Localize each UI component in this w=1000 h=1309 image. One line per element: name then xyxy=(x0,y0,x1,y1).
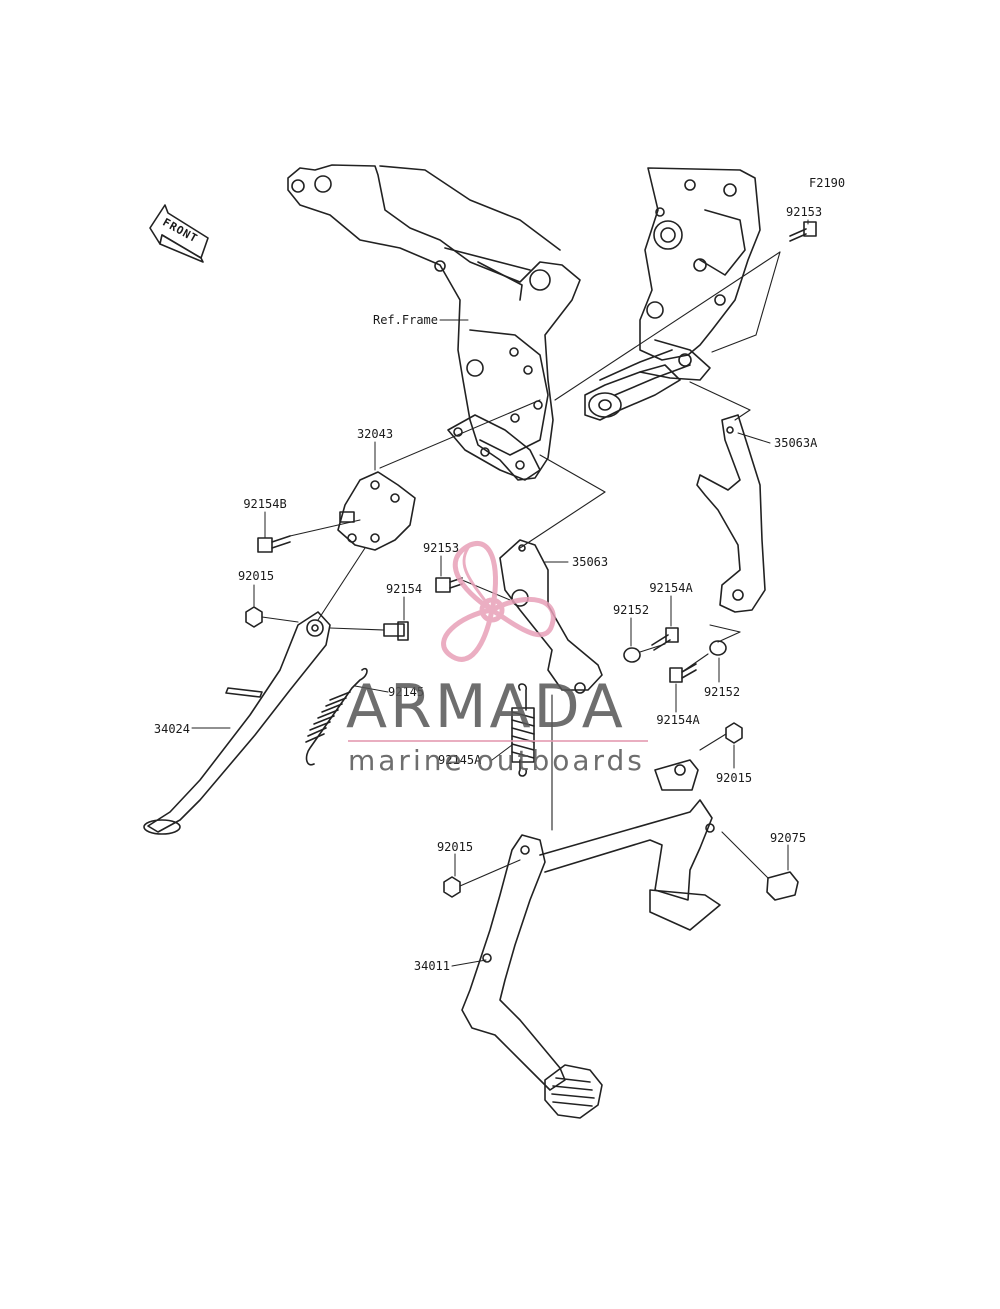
armada-logo-icon xyxy=(441,540,556,662)
watermark-brand: ARMADA xyxy=(346,672,626,742)
spring-92145 xyxy=(305,667,368,766)
main-stand-34011 xyxy=(461,759,721,1119)
bumper-92075 xyxy=(766,871,799,901)
washer-92152-right xyxy=(709,640,727,656)
part-label-92152-right[interactable]: 92152 xyxy=(703,685,741,699)
fastener-92015-bottom xyxy=(443,876,461,898)
part-label-32043[interactable]: 32043 xyxy=(356,427,394,441)
label-leaders xyxy=(191,219,809,967)
part-label-92154[interactable]: 92154 xyxy=(385,582,423,596)
part-label-92153-top[interactable]: 92153 xyxy=(786,205,823,219)
front-arrow-icon xyxy=(149,204,209,263)
bracket-32043 xyxy=(337,471,416,551)
part-label-92154a-bottom[interactable]: 92154A xyxy=(656,713,700,727)
frame-right-casting xyxy=(639,167,761,381)
part-label-35063a[interactable]: 35063A xyxy=(774,436,818,450)
part-label-92154a-top[interactable]: 92154A xyxy=(649,581,693,595)
side-stand-34024 xyxy=(143,611,331,835)
guide-lines xyxy=(261,251,781,887)
part-label-92153-mid[interactable]: 92153 xyxy=(422,541,460,555)
fastener-92015-right xyxy=(725,722,743,744)
part-label-34011[interactable]: 34011 xyxy=(413,959,450,973)
watermark-divider xyxy=(348,740,648,742)
bracket-35063a xyxy=(696,414,766,613)
part-label-ref-frame[interactable]: Ref.Frame xyxy=(372,313,438,327)
fastener-92154 xyxy=(383,621,409,641)
fastener-92015-left xyxy=(245,606,263,628)
part-label-35063[interactable]: 35063 xyxy=(572,555,609,569)
frame-left-rail xyxy=(287,164,581,481)
frame-cross-tube xyxy=(584,349,691,421)
fastener-92153-top xyxy=(789,221,817,242)
washer-92152-left xyxy=(623,647,641,663)
part-label-92015-right[interactable]: 92015 xyxy=(715,771,753,785)
part-label-92075[interactable]: 92075 xyxy=(769,831,807,845)
watermark-tagline: marine outboards xyxy=(348,744,645,777)
part-label-92145a[interactable]: 92145A xyxy=(438,753,482,767)
figure-code: F2190 xyxy=(809,176,846,190)
part-label-34024[interactable]: 34024 xyxy=(153,722,190,736)
part-label-92015-left[interactable]: 92015 xyxy=(237,569,275,583)
part-label-92154b[interactable]: 92154B xyxy=(243,497,287,511)
fastener-92154a-bottom xyxy=(669,663,697,683)
part-label-92015-bottom[interactable]: 92015 xyxy=(436,840,474,854)
part-label-92152-left[interactable]: 92152 xyxy=(612,603,650,617)
fastener-92154b xyxy=(257,535,291,553)
spring-92145a xyxy=(511,683,535,777)
part-label-92145[interactable]: 92145 xyxy=(388,685,425,699)
